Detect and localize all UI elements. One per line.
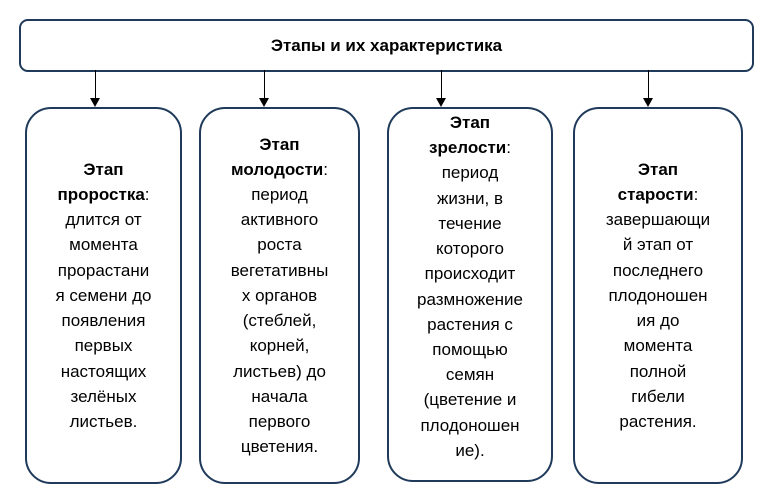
- stage-box-youth: Этап молодости: период активного роста вегета…: [199, 107, 360, 484]
- stage-description-line: (цветение и: [423, 390, 517, 410]
- stage-description-line: корней,: [249, 336, 310, 356]
- stage-description-line: длится от: [65, 210, 142, 230]
- stage-description-line: цветения.: [240, 437, 319, 457]
- stage-description-line: ие).: [455, 440, 485, 460]
- stage-description-line: завершающи: [605, 210, 711, 230]
- stage-description-line: зелёных: [70, 386, 137, 406]
- colon: :: [506, 138, 511, 158]
- diagram-title: Этапы и их характеристика: [19, 19, 754, 72]
- stage-description-line: последнего: [612, 260, 704, 280]
- arrow-icon: [436, 70, 446, 107]
- stage-description-line: плодоношен: [420, 415, 520, 435]
- stage-description-line: я семени до: [55, 285, 152, 305]
- stage-name: Этап: [449, 113, 491, 133]
- stage-box-maturity: Этап зрелости: период жизни, в течение которо…: [387, 107, 553, 482]
- arrow-icon: [643, 70, 653, 107]
- stage-description-line: которого: [436, 239, 504, 259]
- stage-description-line: растения.: [619, 411, 697, 431]
- stage-description-line: период: [251, 185, 308, 205]
- stage-description-line: листьев.: [69, 411, 138, 431]
- stage-description-line: размножение: [416, 289, 524, 309]
- stage-description-line: листьев) до: [233, 361, 326, 381]
- stage-description-line: плодоношен: [608, 285, 708, 305]
- stage-description-line: вегетативны: [230, 260, 329, 280]
- stage-description-line: первого: [248, 411, 311, 431]
- stage-name: молодости: [231, 159, 324, 179]
- stage-name: проростка: [57, 185, 145, 205]
- stage-description-line: х органов: [241, 285, 318, 305]
- stage-description-line: жизни, в: [436, 188, 504, 208]
- stage-description-line: прорастани: [57, 260, 150, 280]
- stage-description-line: начала: [251, 386, 308, 406]
- stage-description-line: период: [441, 163, 499, 183]
- stage-description-line: (стеблей,: [242, 311, 317, 331]
- stage-description-line: полной: [629, 361, 687, 381]
- stage-description-line: растения с: [427, 314, 513, 334]
- stage-box-old-age: Этап старости: завершающи й этап от последне…: [573, 107, 743, 484]
- stage-description-line: происходит: [424, 264, 516, 284]
- stage-description-line: й этап от: [622, 235, 694, 255]
- colon: :: [693, 185, 699, 205]
- stage-description-line: момента: [623, 336, 693, 356]
- stage-description-line: появления: [61, 311, 146, 331]
- stage-description-line: течение: [438, 213, 502, 233]
- stage-description-line: гибели: [631, 386, 685, 406]
- stage-name: старости: [617, 185, 694, 205]
- stage-description-line: активного: [240, 210, 319, 230]
- colon: :: [323, 159, 328, 179]
- stage-name: Этап: [259, 134, 300, 154]
- colon: :: [144, 185, 150, 205]
- stage-name: Этап: [83, 159, 124, 179]
- stage-box-seedling: Этап проростка:длится от момента прорастани…: [25, 107, 182, 484]
- stage-description-line: семян: [445, 365, 495, 385]
- stage-description-line: роста: [257, 235, 302, 255]
- stage-description-line: момента: [69, 235, 138, 255]
- stage-description-line: помощью: [432, 339, 508, 359]
- stage-name: зрелости: [429, 138, 507, 158]
- stage-description-line: ия до: [636, 311, 680, 331]
- stage-description-line: первых: [74, 336, 133, 356]
- arrow-icon: [259, 70, 269, 107]
- arrow-icon: [90, 70, 100, 107]
- stage-description-line: настоящих: [60, 361, 147, 381]
- stage-name: Этап: [637, 159, 679, 179]
